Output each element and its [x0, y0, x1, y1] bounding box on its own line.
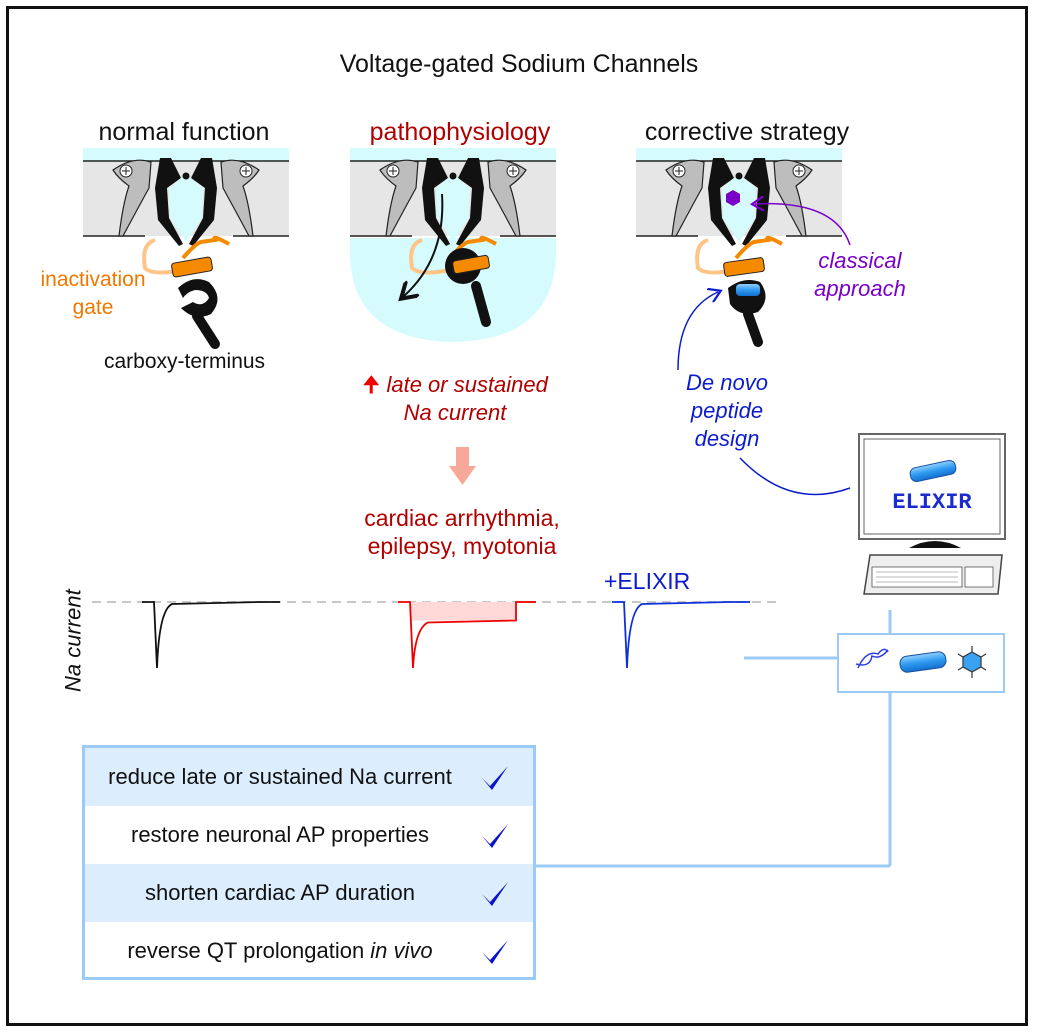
down-arrow-icon: [449, 447, 476, 485]
label-carboxy-terminus: carboxy-terminus: [104, 350, 266, 373]
results-row: restore neuronal AP properties: [85, 806, 533, 864]
heading-pathophysiology: pathophysiology: [369, 118, 551, 146]
heading-normal-function: normal function: [98, 118, 270, 146]
checkmark-icon: [482, 882, 508, 906]
classical-label-line2: approach: [814, 276, 906, 301]
channel-pathophysiology: [349, 147, 557, 342]
results-row: shorten cardiac AP duration: [85, 864, 533, 922]
checkmark-icon: [482, 766, 508, 790]
small-molecule-icon: [957, 646, 987, 678]
current-trace-elixir: [612, 601, 750, 669]
results-row-text: shorten cardiac AP duration: [145, 880, 415, 905]
na-current-axis-label: Na current: [60, 589, 86, 693]
dna-icon: [855, 648, 889, 669]
results-row-text: reverse QT prolongation in vivo: [127, 938, 433, 963]
results-table: reduce late or sustained Na current rest…: [82, 745, 536, 980]
label-inactivation: inactivation: [40, 268, 146, 291]
classical-approach-arrow: [755, 204, 851, 246]
outcome-line2: epilepsy, myotonia: [367, 533, 557, 559]
current-trace-normal: [142, 601, 280, 669]
results-row-text: restore neuronal AP properties: [131, 822, 429, 847]
up-arrow-icon: 🠉: [362, 372, 381, 397]
patho-effect-line2: Na current: [403, 400, 507, 425]
design-to-computer-line: [739, 457, 851, 496]
computer-icon: [858, 433, 1006, 595]
peptide-icon-small: [899, 651, 947, 673]
de-novo-arrow: [677, 292, 718, 371]
elixir-screen-text: ELIXIR: [892, 490, 972, 515]
outcome-line1: cardiac arrhythmia,: [364, 505, 560, 531]
label-gate: gate: [72, 296, 114, 319]
classical-label-line1: classical: [818, 248, 902, 273]
figure-title: Voltage-gated Sodium Channels: [339, 50, 699, 78]
results-row: reverse QT prolongation in vivo: [85, 922, 533, 980]
channel-normal: [82, 147, 290, 349]
current-trace-pathophysiology: [398, 601, 536, 669]
heading-corrective-strategy: corrective strategy: [644, 118, 850, 146]
peptide-icon: [909, 459, 957, 483]
small-molecule-blocker: [726, 190, 740, 206]
denovo-label-line3: design: [694, 426, 760, 451]
elixir-trace-label: +ELIXIR: [604, 568, 691, 594]
results-row: reduce late or sustained Na current: [85, 748, 533, 806]
patho-effect-line1: 🠉 late or sustained: [362, 372, 548, 397]
late-current-area: [411, 602, 516, 621]
checkmark-icon: [482, 940, 508, 964]
results-row-text: reduce late or sustained Na current: [108, 764, 452, 789]
denovo-label-line2: peptide: [690, 398, 764, 423]
denovo-label-line1: De novo: [686, 370, 768, 395]
checkmark-icon: [482, 824, 508, 848]
channel-corrective: [635, 147, 843, 347]
